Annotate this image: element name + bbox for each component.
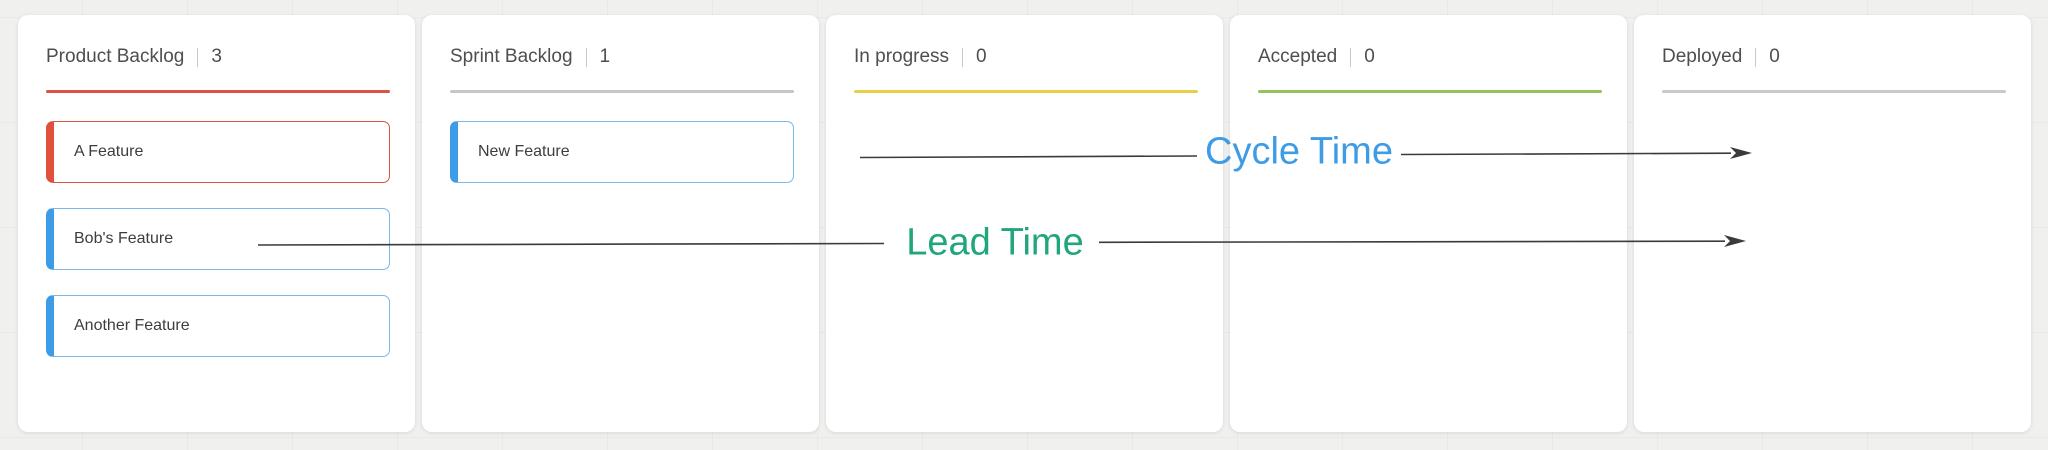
column-header: Accepted 0 — [1258, 45, 1602, 69]
card-label: Bob's Feature — [74, 230, 174, 247]
card-bobs-feature[interactable]: Bob's Feature — [46, 208, 390, 270]
column-count: 3 — [211, 46, 222, 67]
column-title: Product Backlog — [46, 46, 185, 67]
count-divider — [585, 47, 587, 67]
column-title: Deployed — [1662, 46, 1743, 67]
column-count: 0 — [1769, 46, 1780, 67]
column-deployed: Deployed 0 — [1634, 15, 2031, 432]
column-title: In progress — [854, 46, 950, 67]
count-divider — [962, 47, 964, 67]
column-count: 1 — [599, 46, 611, 67]
count-divider — [197, 47, 199, 67]
column-in-progress: In progress 0 — [826, 15, 1223, 432]
column-count: 0 — [1364, 46, 1375, 67]
card-label: Another Feature — [74, 317, 190, 334]
column-count: 0 — [976, 46, 987, 67]
column-sprint-backlog: Sprint Backlog 1 New Feature — [422, 15, 819, 432]
column-accent-underline — [1258, 90, 1602, 93]
column-accepted: Accepted 0 — [1230, 15, 1627, 432]
column-title: Accepted — [1258, 46, 1338, 67]
card-another-feature[interactable]: Another Feature — [46, 295, 390, 357]
card-label: New Feature — [478, 143, 570, 160]
card-list: A Feature Bob's Feature Another Feature — [46, 121, 390, 357]
count-divider — [1755, 47, 1757, 67]
column-header: In progress 0 — [854, 45, 1198, 69]
kanban-board: Product Backlog 3 A Feature Bob's Featur… — [18, 15, 2031, 432]
column-header: Product Backlog 3 — [46, 45, 390, 69]
card-a-feature[interactable]: A Feature — [46, 121, 390, 183]
count-divider — [1350, 47, 1352, 67]
column-header: Deployed 0 — [1662, 45, 2006, 69]
column-accent-underline — [1662, 90, 2006, 93]
column-product-backlog: Product Backlog 3 A Feature Bob's Featur… — [18, 15, 415, 432]
card-list: New Feature — [450, 121, 794, 183]
column-accent-underline — [854, 90, 1198, 93]
card-new-feature[interactable]: New Feature — [450, 121, 794, 183]
column-title: Sprint Backlog — [450, 46, 573, 67]
column-accent-underline — [450, 90, 794, 93]
column-accent-underline — [46, 90, 390, 93]
column-header: Sprint Backlog 1 — [450, 45, 794, 69]
card-label: A Feature — [74, 143, 144, 160]
